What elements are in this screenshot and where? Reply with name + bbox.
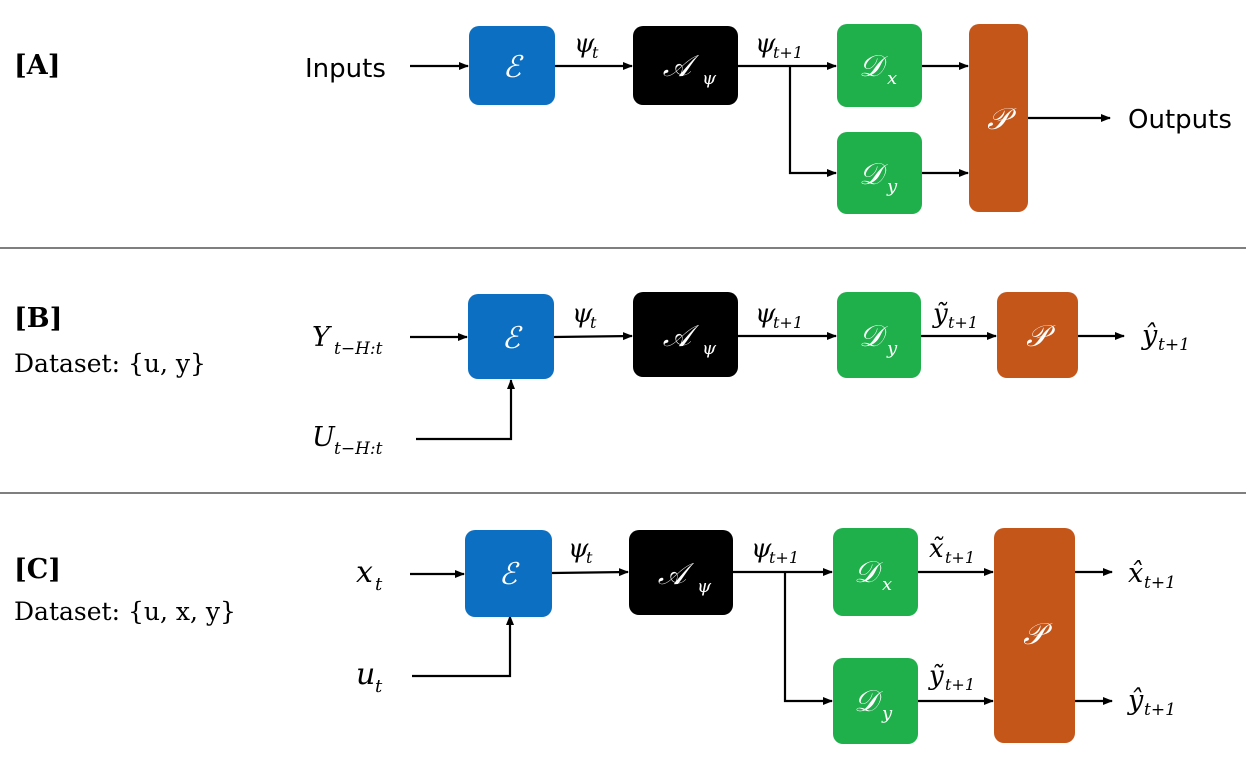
xtilde-label: x̃: [929, 534, 944, 564]
panel-c-dataset: Dataset: {u, x, y}: [14, 597, 236, 626]
decoder-y-block: 𝒟 y: [833, 658, 918, 744]
ytilde-label: ỹ: [932, 299, 948, 329]
processor-block: 𝒫: [994, 528, 1075, 743]
processor-block: 𝒫: [969, 24, 1028, 212]
decoder-y-block: 𝒟 y: [837, 292, 921, 378]
edge-encoder-propagator: [553, 332, 633, 341]
panel-b-dataset: Dataset: {u, y}: [14, 349, 206, 378]
encoder-block: ℰ: [468, 294, 554, 379]
inputs-label: Inputs: [305, 54, 386, 84]
panel-c: [C] Dataset: {u, x, y} x t u t ℰ 𝒜 ψ 𝒟 x: [14, 528, 1176, 744]
encoder-symbol: ℰ: [502, 321, 523, 356]
decoder-x-subscript: x: [882, 574, 892, 595]
decoder-y-block: 𝒟 y: [837, 132, 922, 214]
input-x-subscript: t: [375, 574, 383, 595]
input-u-subscript: t: [375, 676, 383, 697]
psi-t-label: ψ: [574, 29, 595, 59]
xtilde-subscript: t+1: [945, 548, 975, 567]
panel-b: [B] Dataset: {u, y} Y t−H:t U t−H:t ℰ 𝒜 …: [14, 292, 1190, 459]
input-x-label: x: [356, 555, 373, 590]
ytilde-label: ỹ: [928, 661, 944, 691]
propagator-block: 𝒜 ψ: [633, 292, 738, 377]
propagator-subscript: ψ: [702, 338, 717, 359]
panel-b-label: [B]: [14, 303, 62, 334]
decoder-y-subscript: y: [886, 338, 898, 359]
encoder-symbol: ℰ: [499, 557, 520, 592]
input-y-subscript: t−H:t: [334, 339, 383, 359]
decoder-x-block: 𝒟 x: [837, 24, 922, 107]
propagator-subscript: ψ: [697, 576, 712, 597]
ytilde-subscript: t+1: [948, 313, 978, 332]
input-y-label: Y: [312, 322, 332, 353]
decoder-y-subscript: y: [881, 703, 893, 724]
ytilde-subscript: t+1: [945, 675, 975, 694]
psi-t1-subscript: t+1: [773, 43, 803, 62]
edge-propagator-dy: [783, 572, 833, 705]
propagator-block: 𝒜 ψ: [629, 530, 733, 615]
psi-t1-subscript: t+1: [769, 548, 799, 567]
edge-u-encoder: [412, 615, 514, 678]
panel-a: [A] Inputs ℰ 𝒜 ψ 𝒟 x 𝒟 y: [14, 24, 1232, 214]
processor-block: 𝒫: [997, 292, 1078, 378]
psi-t-label: ψ: [568, 534, 589, 564]
input-u-label: u: [356, 657, 375, 692]
panel-a-label: [A]: [14, 50, 61, 81]
input-u-label: U: [312, 422, 336, 453]
input-u-subscript: t−H:t: [334, 439, 383, 459]
encoder-block: ℰ: [465, 530, 552, 617]
psi-t-subscript: t: [592, 43, 599, 62]
psi-t-subscript: t: [590, 313, 597, 332]
psi-t1-subscript: t+1: [773, 313, 803, 332]
encoder-block: ℰ: [469, 26, 555, 105]
edge-encoder-propagator: [551, 568, 629, 577]
output-yhat-label: ŷ: [1127, 685, 1144, 716]
panel-c-label: [C]: [14, 554, 61, 585]
psi-t1-label: ψ: [755, 299, 776, 329]
output-yhat-subscript: t+1: [1144, 700, 1176, 720]
psi-t1-label: ψ: [751, 534, 772, 564]
output-xhat-subscript: t+1: [1144, 573, 1176, 593]
decoder-x-block: 𝒟 x: [833, 528, 918, 616]
output-xhat-label: x̂: [1128, 558, 1143, 589]
psi-t-subscript: t: [586, 548, 593, 567]
propagator-subscript: ψ: [702, 68, 717, 89]
edge-propagator-dy: [788, 66, 837, 177]
outputs-label: Outputs: [1128, 105, 1232, 135]
decoder-y-subscript: y: [886, 176, 898, 197]
psi-t-label: ψ: [572, 299, 593, 329]
edge-u-encoder: [416, 379, 515, 441]
output-yhat-subscript: t+1: [1158, 335, 1190, 355]
psi-t1-label: ψ: [755, 29, 776, 59]
output-yhat-label: ŷ: [1141, 320, 1158, 351]
propagator-block: 𝒜 ψ: [633, 26, 738, 105]
encoder-symbol: ℰ: [503, 50, 524, 85]
decoder-x-subscript: x: [887, 68, 897, 89]
